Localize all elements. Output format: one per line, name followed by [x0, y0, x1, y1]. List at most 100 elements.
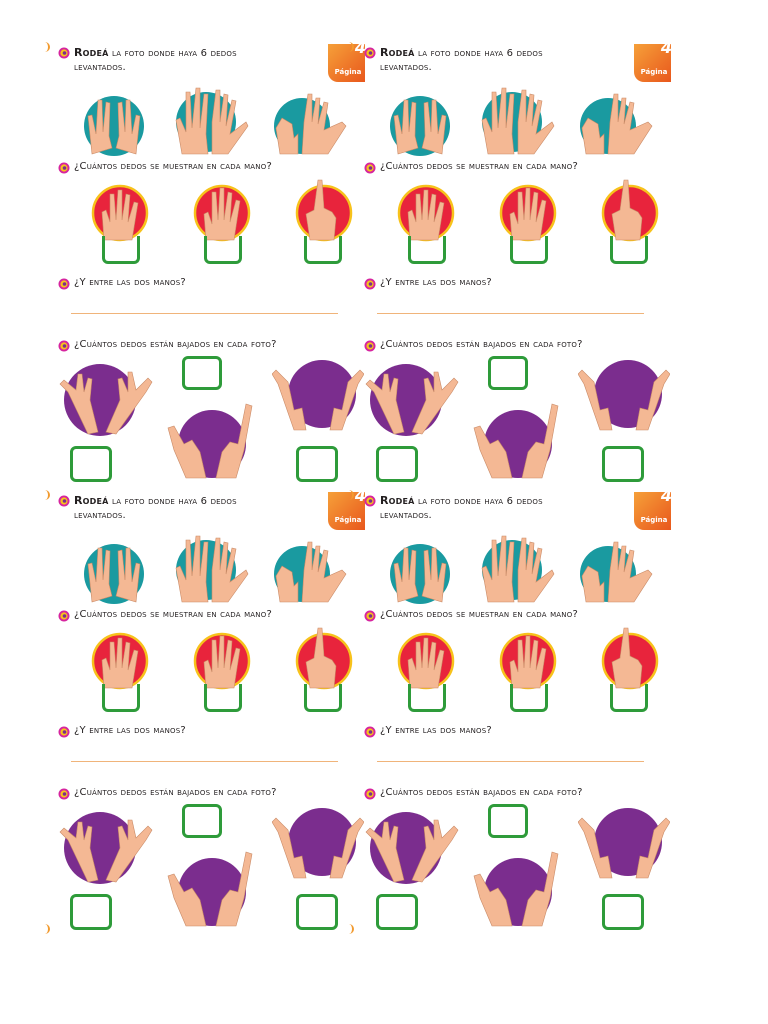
page-badge-label: Página	[640, 68, 668, 76]
hand-photo-icon[interactable]	[578, 360, 670, 432]
hand-photo-icon[interactable]	[496, 632, 560, 690]
answer-box[interactable]	[296, 446, 338, 482]
hand-photo-icon[interactable]	[72, 534, 156, 604]
answer-box[interactable]	[102, 684, 140, 712]
page-edge-mark	[346, 42, 354, 52]
spiral-bullet-icon	[58, 162, 70, 174]
page-badge-number: 4	[660, 492, 671, 505]
spiral-bullet-icon	[364, 47, 376, 59]
page-edge-mark	[346, 490, 354, 500]
hand-photo-icon[interactable]	[88, 184, 152, 242]
answer-box[interactable]	[610, 236, 648, 264]
answer-box[interactable]	[204, 684, 242, 712]
question-2: ¿Cuántos dedos se muestran en cada mano?	[380, 161, 578, 172]
spiral-bullet-icon	[58, 47, 70, 59]
hand-photo-icon[interactable]	[190, 184, 254, 242]
hand-photo-icon[interactable]	[88, 632, 152, 690]
spiral-bullet-icon	[364, 340, 376, 352]
answer-line[interactable]	[377, 761, 644, 762]
worksheet-panel-tl: 4 Página Rodeá la foto donde haya 6 dedo…	[58, 44, 365, 491]
hand-photo-icon[interactable]	[292, 626, 356, 690]
answer-box[interactable]	[304, 236, 342, 264]
answer-box[interactable]	[70, 446, 112, 482]
worksheet-panel-br: 4 Página Rodeá la foto donde haya 6 dedo…	[364, 492, 671, 939]
question-1-text: la foto donde haya 6 dedos	[108, 496, 237, 507]
question-3: ¿Y entre las dos manos?	[380, 725, 492, 736]
hand-photo-icon[interactable]	[168, 530, 252, 604]
hand-photo-icon[interactable]	[58, 810, 154, 886]
hand-photo-icon[interactable]	[474, 82, 558, 156]
hand-photo-icon[interactable]	[58, 362, 154, 438]
hand-photo-icon[interactable]	[578, 88, 664, 156]
hand-photo-icon[interactable]	[470, 848, 566, 928]
page-edge-mark	[42, 42, 50, 52]
question-2: ¿Cuántos dedos se muestran en cada mano?	[74, 609, 272, 620]
hand-photo-icon[interactable]	[578, 808, 670, 880]
answer-box[interactable]	[376, 446, 418, 482]
hand-photo-icon[interactable]	[364, 362, 460, 438]
answer-line[interactable]	[71, 313, 338, 314]
hand-photo-icon[interactable]	[496, 184, 560, 242]
hand-photo-icon[interactable]	[470, 400, 566, 480]
hand-photo-icon[interactable]	[190, 632, 254, 690]
question-3: ¿Y entre las dos manos?	[74, 277, 186, 288]
answer-box[interactable]	[510, 684, 548, 712]
answer-box[interactable]	[204, 236, 242, 264]
answer-box[interactable]	[602, 446, 644, 482]
page-edge-mark	[42, 924, 50, 934]
answer-box[interactable]	[296, 894, 338, 930]
hand-photo-icon[interactable]	[164, 400, 260, 480]
hand-photo-icon[interactable]	[378, 534, 462, 604]
page-badge: 4 Página	[634, 492, 671, 530]
question-1-verb: Rodeá	[380, 46, 415, 59]
answer-line[interactable]	[377, 313, 644, 314]
question-2: ¿Cuántos dedos se muestran en cada mano?	[380, 609, 578, 620]
page-edge-mark	[346, 924, 354, 934]
spiral-bullet-icon	[58, 495, 70, 507]
question-1: Rodeá la foto donde haya 6 dedos	[380, 494, 543, 507]
answer-box[interactable]	[102, 236, 140, 264]
answer-box[interactable]	[610, 684, 648, 712]
hand-photo-icon[interactable]	[394, 184, 458, 242]
answer-box[interactable]	[488, 804, 528, 838]
worksheet-panel-bl: 4 Página Rodeá la foto donde haya 6 dedo…	[58, 492, 365, 939]
hand-photo-icon[interactable]	[378, 86, 462, 156]
answer-box[interactable]	[488, 356, 528, 390]
answer-box[interactable]	[304, 684, 342, 712]
page-badge-label: Página	[334, 516, 362, 524]
hand-photo-icon[interactable]	[272, 536, 358, 604]
answer-box[interactable]	[182, 804, 222, 838]
hand-photo-icon[interactable]	[364, 810, 460, 886]
hand-photo-icon[interactable]	[578, 536, 664, 604]
hand-photo-icon[interactable]	[394, 632, 458, 690]
hand-photo-icon[interactable]	[598, 178, 662, 242]
hand-photo-icon[interactable]	[272, 88, 358, 156]
answer-box[interactable]	[70, 894, 112, 930]
answer-box[interactable]	[182, 356, 222, 390]
spiral-bullet-icon	[364, 788, 376, 800]
hand-photo-icon[interactable]	[272, 808, 364, 880]
answer-box[interactable]	[376, 894, 418, 930]
page-badge-number: 4	[660, 44, 671, 57]
hand-photo-icon[interactable]	[272, 360, 364, 432]
hand-photo-icon[interactable]	[474, 530, 558, 604]
hand-photo-icon[interactable]	[164, 848, 260, 928]
answer-box[interactable]	[602, 894, 644, 930]
spiral-bullet-icon	[58, 726, 70, 738]
hand-photo-icon[interactable]	[168, 82, 252, 156]
answer-line[interactable]	[71, 761, 338, 762]
answer-box[interactable]	[510, 236, 548, 264]
hand-photo-icon[interactable]	[598, 626, 662, 690]
spiral-bullet-icon	[58, 340, 70, 352]
spiral-bullet-icon	[364, 162, 376, 174]
question-4: ¿Cuántos dedos están bajados en cada fot…	[380, 339, 583, 350]
worksheet-panel-tr: 4 Página Rodeá la foto donde haya 6 dedo…	[364, 44, 671, 491]
question-1-text: la foto donde haya 6 dedos	[108, 48, 237, 59]
spiral-bullet-icon	[58, 788, 70, 800]
hand-photo-icon[interactable]	[72, 86, 156, 156]
question-1: Rodeá la foto donde haya 6 dedos	[380, 46, 543, 59]
answer-box[interactable]	[408, 236, 446, 264]
hand-photo-icon[interactable]	[292, 178, 356, 242]
answer-box[interactable]	[408, 684, 446, 712]
page-badge-label: Página	[334, 68, 362, 76]
